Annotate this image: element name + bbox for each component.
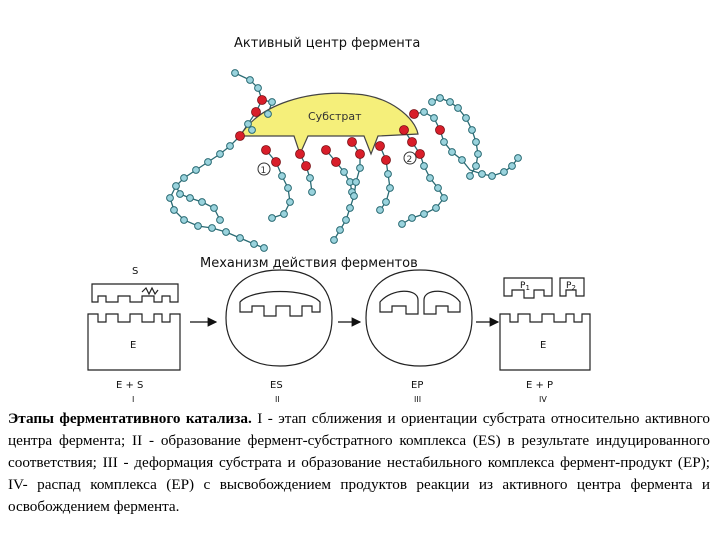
formula-stage4: E + P: [526, 380, 553, 391]
enzyme-label-stage4: E: [540, 340, 546, 351]
stage-3: EP III: [365, 269, 473, 404]
marker-2: 2: [403, 151, 417, 165]
stage-4: P1 P2 E E + P IV: [499, 277, 591, 404]
caption-heading: Этапы ферментативного катализа.: [8, 410, 252, 427]
numeral-stage3: III: [414, 395, 421, 404]
substrate-in-site-stage2: [239, 290, 321, 317]
numeral-stage1: I: [132, 395, 134, 404]
enzyme-globule-stage2: [225, 269, 333, 367]
svg-text:2: 2: [407, 155, 413, 165]
enzyme-globule-stage3: [365, 269, 473, 367]
substrate-s: [91, 283, 179, 303]
substrate-shape: [238, 92, 419, 156]
caption-text: I - этап сближения и ориентации субстрат…: [8, 410, 710, 515]
numeral-stage2: II: [275, 395, 280, 404]
svg-text:1: 1: [261, 166, 267, 176]
product-p2-label: P2: [566, 281, 576, 292]
product-p1-label: P1: [520, 281, 530, 292]
formula-stage1: E + S: [116, 380, 143, 391]
formula-stage3: EP: [411, 380, 423, 391]
stage-1: S E E + S I: [87, 266, 181, 404]
active-site-residues: [235, 95, 445, 171]
mechanism-diagram: S E E + S I ES II EP III P1 P2 E E + P I…: [87, 266, 591, 404]
formula-stage2: ES: [270, 380, 283, 391]
residue-beads: [166, 69, 522, 252]
stage-2: ES II: [225, 269, 333, 404]
substrate-label: Субстрат: [308, 110, 362, 123]
enzyme-label-stage1: E: [130, 340, 136, 351]
substrate-label-s: S: [132, 266, 138, 277]
mechanism-title: Механизм действия ферментов: [200, 256, 418, 271]
product-p1: [503, 277, 553, 299]
figure-caption: Этапы ферментативного катализа. I - этап…: [8, 408, 710, 518]
enzyme-e-stage1: [87, 313, 181, 371]
enzyme-e-stage4: [499, 313, 591, 371]
product-p2: [559, 277, 585, 297]
active-site-title: Активный центр фермента: [234, 36, 421, 51]
active-site-diagram: Субстрат: [166, 69, 522, 252]
marker-1: 1: [257, 162, 271, 176]
numeral-stage4: IV: [539, 395, 547, 404]
product-in-site-stage3: [379, 290, 419, 315]
